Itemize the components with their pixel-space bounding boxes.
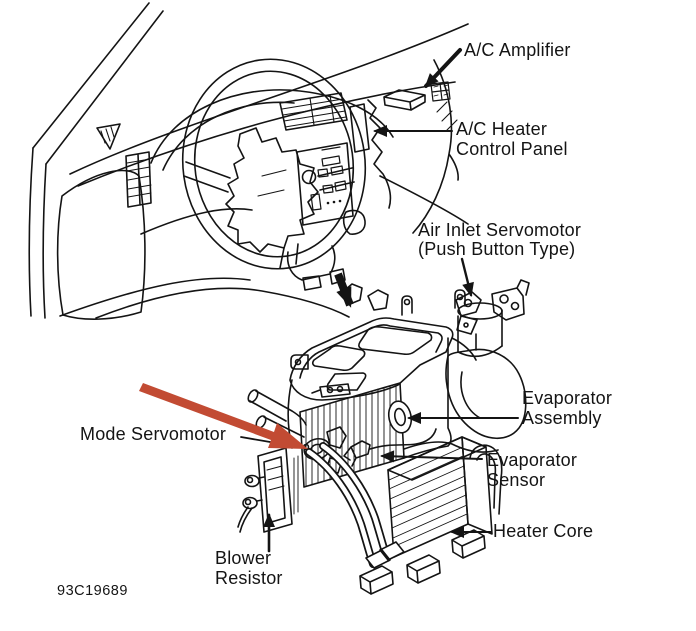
label-blower-resistor: Blower Resistor: [215, 548, 283, 588]
label-line-2: Resistor: [215, 568, 283, 588]
blower-resistor-part: [237, 447, 299, 533]
heater-hoses: [305, 442, 405, 569]
label-line-2: Assembly: [522, 408, 602, 428]
label-line-2: (Push Button Type): [418, 239, 576, 259]
label-line-2: Control Panel: [456, 139, 568, 159]
dash-grille: [279, 92, 348, 131]
dashboard-drawing: [28, 2, 469, 320]
air-inlet-servomotor-leader: [460, 257, 474, 297]
evaporator-sensor-leader: [380, 450, 483, 463]
drawing-root: [28, 2, 530, 595]
evaporator-sensor-part: [343, 428, 437, 467]
label-line-1: Blower: [215, 548, 272, 568]
steering-hub: [225, 127, 319, 253]
defroster-vent: [96, 123, 121, 150]
hvac-top-frame: [289, 289, 466, 401]
ac-amplifier-box: [383, 89, 426, 111]
mode-servomotor-highlight-arrow: [139, 383, 308, 449]
label-line-1: Evaporator: [522, 388, 613, 408]
leader-lines: [240, 48, 519, 553]
ac-amplifier-arrow: [424, 48, 462, 88]
a-pillar-lines: [32, 2, 164, 165]
steering-wheel: [181, 58, 389, 311]
label-ac-heater-control-panel: A/C Heater Control Panel: [456, 119, 568, 159]
door-panel: [56, 169, 146, 320]
mode-servomotor-leader: [240, 436, 277, 444]
label-ac-amplifier: A/C Amplifier: [464, 40, 571, 60]
label-mode-servomotor: Mode Servomotor: [80, 424, 226, 444]
air-inlet-servomotor-part: [455, 279, 530, 351]
label-line-1: A/C Heater: [456, 119, 548, 139]
hvac-assembly: [237, 279, 530, 595]
label-air-inlet-servomotor: Air Inlet Servomotor (Push Button Type): [418, 221, 581, 259]
side-vent: [125, 151, 152, 208]
evaporator-case: [287, 337, 499, 488]
blower-housing: [445, 302, 527, 440]
label-evaporator-assembly: Evaporator Assembly: [522, 388, 612, 428]
label-line-2: Sensor: [487, 470, 546, 490]
label-heater-core: Heater Core: [493, 521, 593, 541]
label-text: Heater Core: [493, 521, 594, 541]
heater-core-part: [359, 436, 503, 595]
label-text: Mode Servomotor: [80, 424, 227, 444]
transition-down-arrow: [334, 272, 354, 308]
label-text: A/C Amplifier: [464, 40, 571, 60]
figure-code: 93C19689: [57, 583, 128, 599]
cluster-binnacle: [150, 89, 394, 171]
center-stack: [296, 142, 354, 226]
heater-control-panel-bezel: [349, 99, 392, 209]
label-evaporator-sensor: Evaporator Sensor: [487, 450, 577, 490]
label-line-1: Evaporator: [487, 450, 578, 470]
label-line-1: Air Inlet Servomotor: [418, 220, 582, 240]
